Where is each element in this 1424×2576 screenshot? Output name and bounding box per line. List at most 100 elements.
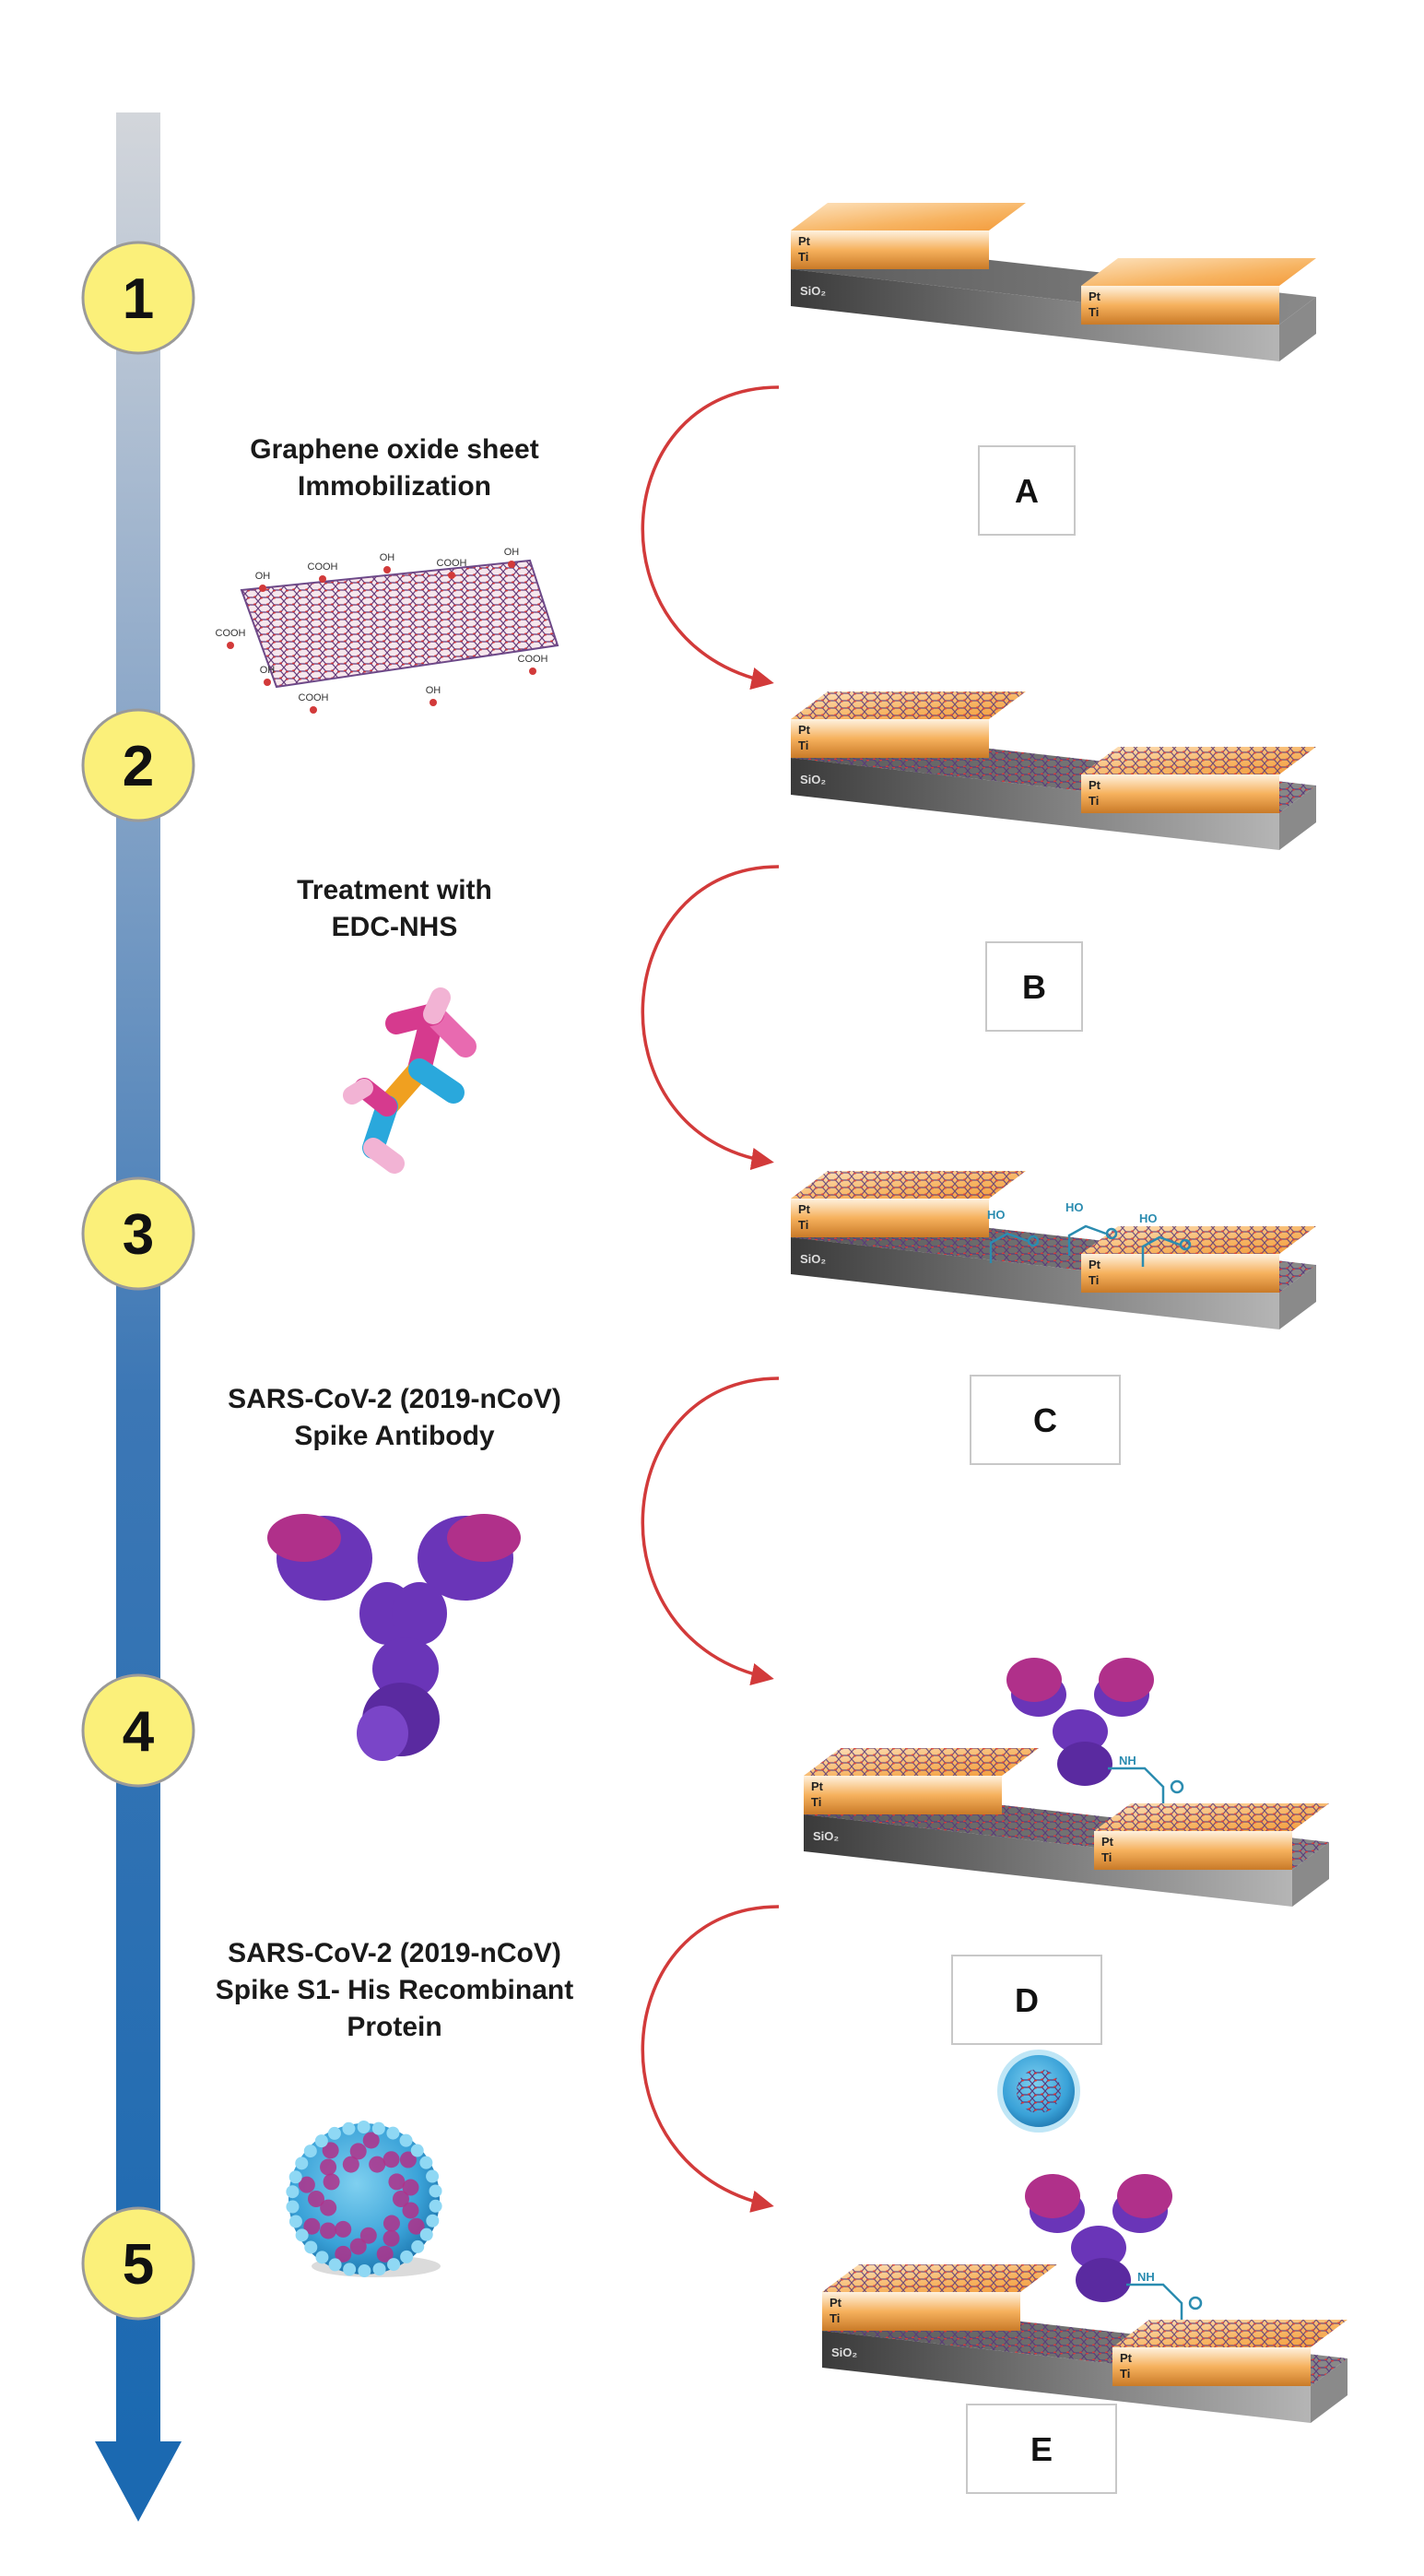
electrode-ti-label: Ti — [830, 2311, 840, 2325]
electrode-pt-label: Pt — [798, 234, 811, 248]
stage-label-b-text: B — [1022, 968, 1046, 1006]
reagent-1-title-line-2: Immobilization — [298, 471, 491, 502]
step-4-marker: 4 — [81, 1673, 195, 1788]
step-3-number: 3 — [123, 1203, 154, 1267]
step-1-number: 1 — [123, 267, 154, 331]
stage-label-e-text: E — [1030, 2430, 1053, 2468]
electrode-pt-label: Pt — [811, 1779, 824, 1793]
substrate-front — [791, 269, 1279, 361]
substrate-label: SiO₂ — [813, 1829, 839, 1843]
functional-group-label: COOH — [216, 628, 246, 639]
reagent-3-title: SARS-CoV-2 (2019-nCoV) Spike Antibody — [228, 1384, 561, 1451]
substrate-front — [822, 2331, 1311, 2423]
electrode-ti-label: Ti — [1089, 1273, 1099, 1287]
step-5-number: 5 — [123, 2233, 154, 2297]
reagent-2-title-line-1: Treatment with — [297, 875, 492, 905]
stage-label-d-text: D — [1015, 1981, 1039, 2019]
reagent-2-title-line-2: EDC-NHS — [332, 912, 458, 942]
step-2-marker: 2 — [81, 708, 195, 822]
bound-virus-protein — [997, 2050, 1080, 2133]
substrate-label: SiO₂ — [800, 773, 826, 786]
electrode-ti-label: Ti — [798, 739, 808, 752]
substrate-side — [1279, 786, 1316, 850]
functional-group-label: OH — [426, 685, 441, 696]
electrode-pt-label: Pt — [830, 2296, 842, 2310]
timeline — [95, 112, 182, 2522]
substrate-front — [804, 1814, 1292, 1907]
substrate-label: SiO₂ — [831, 2346, 857, 2359]
arrow-d-to-e — [641, 1905, 780, 2213]
electrode-pt-label: Pt — [1089, 778, 1101, 792]
stage-label-c-text: C — [1033, 1401, 1057, 1439]
functional-group-label: OH — [504, 547, 520, 558]
electrode-ti-label: Ti — [1120, 2367, 1130, 2381]
stage-label-a: A — [978, 445, 1076, 536]
bound-antibody — [1025, 2174, 1172, 2302]
substrate-front — [791, 758, 1279, 850]
amide-label: NH — [1119, 1754, 1136, 1767]
electrode-ti-label: Ti — [1101, 1850, 1112, 1864]
substrate-side — [1311, 2358, 1348, 2423]
electrode-ti-label: Ti — [798, 1218, 808, 1232]
stage-label-b: B — [985, 941, 1083, 1032]
arrow-c-to-d — [641, 1377, 780, 1686]
electrode-pt-label: Pt — [798, 723, 811, 737]
electrode-pt-label: Pt — [1120, 2351, 1133, 2365]
substrate-front — [791, 1237, 1279, 1329]
stage-labels: A B C D E — [951, 445, 1121, 2494]
functional-group-label: COOH — [299, 692, 329, 703]
devices: PtTiPtTiSiO₂PtTiPtTiSiO₂PtTiPtTiSiO₂HOHO… — [791, 203, 1348, 2423]
reagent-1-title: Graphene oxide sheet Immobilization — [250, 434, 538, 502]
electrode-ti-label: Ti — [1089, 305, 1099, 319]
electrode-ti-label: Ti — [798, 250, 808, 264]
virus-particle-icon — [286, 2121, 442, 2277]
edc-nhs-molecule-icon — [343, 987, 477, 1174]
reagent-3-title-line-2: Spike Antibody — [294, 1421, 495, 1451]
electrode-ti-label: Ti — [1089, 794, 1099, 808]
reagent-4-title-line-1: SARS-CoV-2 (2019-nCoV) — [228, 1938, 561, 1968]
electrode-pt-label: Pt — [798, 1202, 811, 1216]
functional-group-label: OH — [260, 665, 276, 676]
stage-label-d: D — [951, 1955, 1102, 2045]
functional-group-label: OH — [255, 571, 271, 582]
reagent-4-title-line-2: Spike S1- His Recombinant — [216, 1975, 573, 2005]
functional-group-label: OH — [380, 552, 395, 563]
arrow-b-to-c — [641, 865, 780, 1171]
electrode-pt-label: Pt — [1101, 1835, 1114, 1849]
substrate-side — [1279, 1265, 1316, 1329]
functional-group-label: COOH — [308, 561, 338, 573]
process-arrows — [641, 385, 780, 2213]
step-1-marker: 1 — [81, 241, 195, 355]
timeline-arrowhead — [95, 2441, 182, 2522]
step-5-marker: 5 — [81, 2206, 195, 2321]
functional-group-label: COOH — [518, 654, 548, 665]
stage-label-e: E — [966, 2404, 1117, 2494]
stage-label-c: C — [970, 1375, 1121, 1465]
substrate-side — [1279, 297, 1316, 361]
stage-label-a-text: A — [1015, 472, 1039, 510]
hydroxyl-label: HO — [1139, 1211, 1158, 1225]
amide-label: NH — [1137, 2270, 1155, 2284]
antibody-icon — [267, 1514, 521, 1761]
reagent-4-title: SARS-CoV-2 (2019-nCoV) Spike S1- His Rec… — [216, 1938, 573, 2042]
hydroxyl-label: HO — [1065, 1200, 1084, 1214]
substrate-side — [1292, 1842, 1329, 1907]
